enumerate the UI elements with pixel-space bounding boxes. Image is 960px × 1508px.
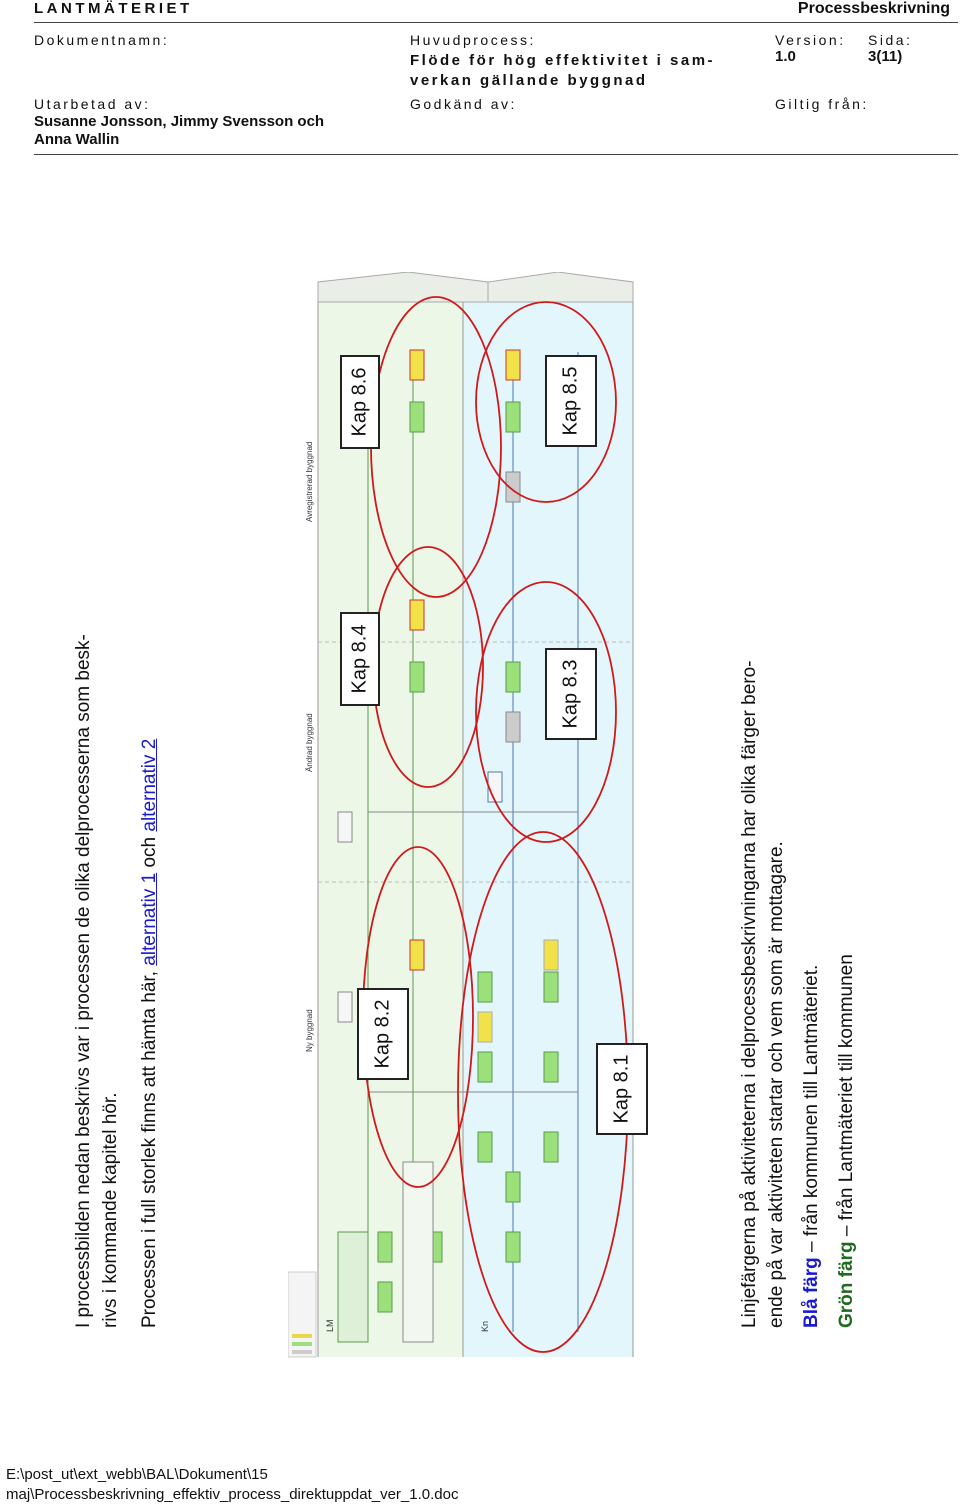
intro-mid: och — [139, 831, 160, 873]
notes-blue-line: Blå färg – från kommunen till Lantmäteri… — [798, 661, 825, 1328]
activity-green-3 — [409, 661, 425, 693]
footer-path-line-1: E:\post_ut\ext_webb\BAL\Dokument\15 — [6, 1466, 268, 1483]
intro-prefix: Processen i full storlek finns att hämta… — [139, 965, 160, 1328]
activity-yellow-1 — [409, 349, 425, 381]
document-type: Processbeskrivning — [797, 0, 950, 17]
activity-green-1 — [409, 401, 425, 433]
kap-label-8-5: Kap 8.5 — [545, 355, 597, 447]
activity-green-4 — [505, 661, 521, 693]
prepared-line-1: Susanne Jonsson, Jimmy Svensson och — [34, 113, 325, 130]
blue-color-term: Blå färg — [801, 1257, 822, 1328]
activity-yellow-4 — [409, 939, 425, 971]
activity-green-10 — [543, 1131, 559, 1163]
activity-green-8 — [543, 1051, 559, 1083]
activity-white-1 — [337, 811, 353, 843]
activity-green-6 — [543, 971, 559, 1003]
activity-green-12 — [505, 1231, 521, 1263]
page-label: Sida: — [868, 32, 913, 48]
version-value: 1.0 — [775, 48, 796, 65]
kap-label-8-4: Kap 8.4 — [340, 612, 380, 706]
lane-lm-label: LM — [325, 1319, 335, 1332]
highlight-ellipse-8-5 — [475, 301, 617, 503]
legend-swatch-1 — [292, 1334, 312, 1338]
kap-label-8-6: Kap 8.6 — [340, 355, 380, 449]
notes-line-1: Linjefärgerna på aktiviteterna i delproc… — [739, 660, 760, 1328]
kap-label-8-2: Kap 8.2 — [357, 988, 409, 1080]
activity-green-11 — [505, 1171, 521, 1203]
intro-text: I processbilden nedan beskrivs var i pro… — [70, 634, 163, 1328]
doc-name-label: Dokumentnamn: — [34, 32, 170, 48]
notes-green-line: Grön färg – från Lantmäteriet till kommu… — [833, 661, 860, 1328]
swimlane-label-ny: Ny byggnad — [305, 1009, 314, 1052]
link-alternative-2[interactable]: alternativ 2 — [139, 738, 160, 832]
green-color-text: – från Lantmäteriet till kommunen — [836, 954, 857, 1242]
activity-white-2 — [337, 991, 353, 1023]
highlight-ellipse-8-3 — [475, 581, 617, 843]
color-notes: Linjefärgerna på aktiviteterna i delproc… — [736, 661, 860, 1328]
process-label: Huvudprocess: — [410, 32, 536, 48]
activity-note-1 — [487, 771, 503, 803]
swimlane-label-andrad: Ändrad byggnad — [305, 713, 314, 772]
approved-label: Godkänd av: — [410, 96, 517, 112]
header-rule-bottom — [34, 154, 958, 155]
activity-yellow-3 — [409, 599, 425, 631]
activity-gray-1 — [505, 471, 521, 503]
header-arrow-2 — [487, 271, 634, 303]
intro-line-1: I processbilden nedan beskrivs var i pro… — [73, 634, 94, 1328]
activity-yellow-5 — [543, 939, 559, 971]
intro-line-3: Processen i full storlek finns att hämta… — [136, 634, 163, 1328]
prepared-line-2: Anna Wallin — [34, 131, 120, 148]
prepared-label: Utarbetad av: — [34, 96, 151, 112]
activity-lm-block — [337, 1231, 369, 1343]
legend-swatch-3 — [292, 1350, 312, 1354]
footer-path-line-2: maj\Processbeskrivning_effektiv_process_… — [6, 1486, 459, 1503]
kap-label-8-1: Kap 8.1 — [596, 1043, 648, 1135]
activity-yellow-2 — [505, 349, 521, 381]
blue-color-text: – från kommunen till Lantmäteriet. — [801, 964, 822, 1258]
activity-green-7 — [477, 1051, 493, 1083]
version-label: Version: — [775, 32, 846, 48]
page-value: 3(11) — [868, 48, 903, 65]
valid-from-label: Giltig från: — [775, 96, 869, 112]
activity-green-14 — [377, 1281, 393, 1313]
intro-line-2: rivs i kommande kapitel hör. — [100, 1092, 121, 1329]
process-line-2: verkan gällande byggnad — [410, 72, 648, 89]
activity-green-2 — [505, 401, 521, 433]
activity-lm-note — [402, 1161, 434, 1343]
activity-green-9 — [477, 1131, 493, 1163]
activity-green-13 — [377, 1231, 393, 1263]
header-rule-top — [34, 22, 958, 23]
activity-yellow-6 — [477, 1011, 493, 1043]
org-name: LANTMÄTERIET — [34, 0, 193, 17]
link-alternative-1[interactable]: alternativ 1 — [139, 872, 160, 966]
process-line-1: Flöde för hög effektivitet i sam- — [410, 52, 716, 69]
swimlane-label-avreg: Avregistrerad byggnad — [305, 442, 314, 522]
lane-kn-label: Kn — [480, 1321, 490, 1332]
activity-green-5 — [477, 971, 493, 1003]
activity-gray-2 — [505, 711, 521, 743]
lane-kn-bg — [463, 302, 633, 1357]
header-arrow-1 — [317, 271, 489, 303]
legend-swatch-2 — [292, 1342, 312, 1346]
green-color-term: Grön färg — [836, 1241, 857, 1328]
notes-line-2: ende på var aktiviteten startar och vem … — [766, 841, 787, 1328]
kap-label-8-3: Kap 8.3 — [545, 648, 597, 740]
